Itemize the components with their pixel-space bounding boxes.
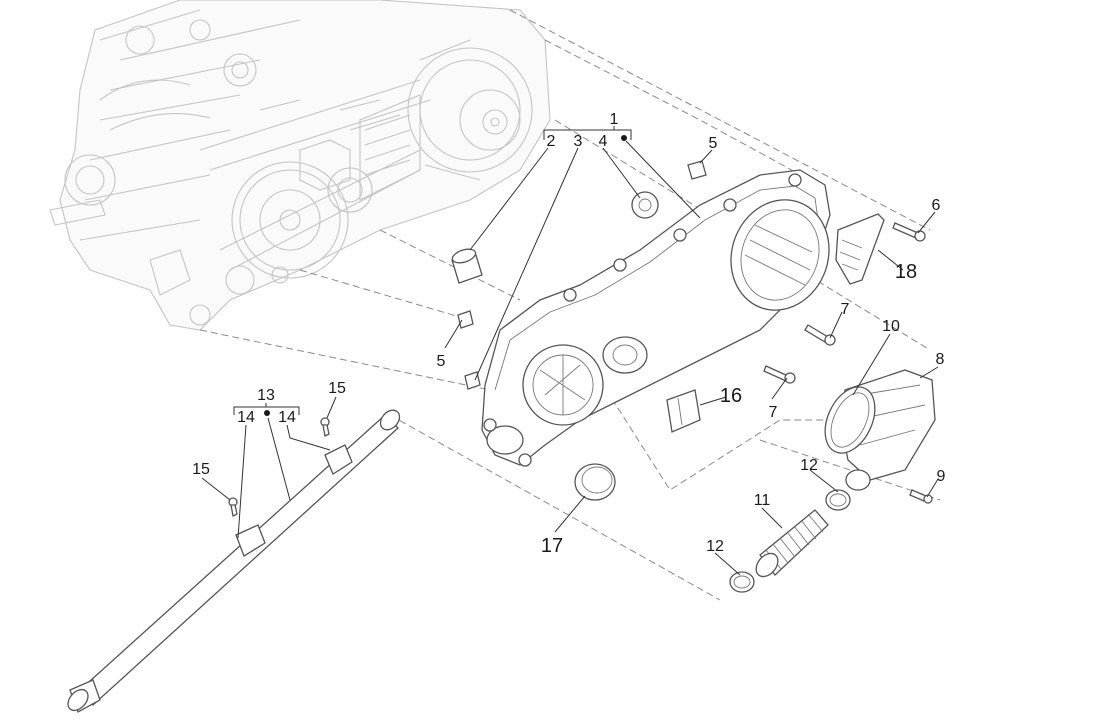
label-2: 2 (547, 133, 556, 150)
hose-clamp-upper (825, 489, 851, 511)
seal-ring-part (824, 386, 876, 454)
corrugated-duct-part (755, 509, 829, 578)
label-7-lower: 7 (769, 404, 778, 421)
small-screw-part (909, 489, 933, 504)
label-7-upper: 7 (841, 301, 850, 318)
label-18: 18 (895, 261, 917, 283)
dowel-pin-upper (687, 160, 707, 180)
label-17: 17 (541, 535, 563, 557)
breather-hose-part (67, 409, 401, 713)
bolt-part (892, 222, 926, 242)
small-screw-upper (320, 417, 330, 437)
hose-bracket-lower (235, 524, 266, 557)
bearing-part (631, 191, 659, 219)
label-13: 13 (257, 387, 275, 404)
bushing-part (451, 248, 483, 284)
hose-clamp-intake (845, 469, 871, 491)
label-14-right: 14 (278, 409, 296, 426)
label-15-lower: 15 (192, 461, 210, 478)
label-5-upper: 5 (709, 135, 718, 152)
screw-lower (763, 365, 796, 384)
label-10: 10 (882, 318, 900, 335)
label-5-lower: 5 (437, 353, 446, 370)
small-screw-lower (228, 497, 238, 517)
label-12-upper: 12 (800, 457, 818, 474)
label-11: 11 (754, 492, 771, 509)
engine-assembly-drawing (49, 0, 551, 331)
dowel-pin-lower-a (457, 310, 474, 329)
label-1: 1 (610, 111, 619, 128)
label-16: 16 (720, 385, 742, 407)
label-14-left: 14 (237, 409, 255, 426)
hose-bracket-upper (324, 444, 353, 475)
label-8: 8 (936, 351, 945, 368)
leader-lines (201, 126, 939, 576)
hose-clamp-lower (729, 571, 755, 593)
plug-cap-part (574, 463, 616, 501)
transmission-cover-part (481, 169, 831, 467)
label-9: 9 (937, 468, 946, 485)
label-15-upper: 15 (328, 380, 346, 397)
clip-part (666, 389, 701, 433)
label-6: 6 (932, 197, 941, 214)
screw-upper (804, 324, 836, 346)
part-number-labels: 1 2 3 4 5 6 18 7 10 5 8 16 7 12 9 11 17 … (192, 111, 945, 557)
label-4: 4 (599, 133, 608, 150)
gasket-strip-part (835, 213, 885, 285)
label-12-lower: 12 (706, 538, 724, 555)
label-3: 3 (574, 133, 583, 150)
